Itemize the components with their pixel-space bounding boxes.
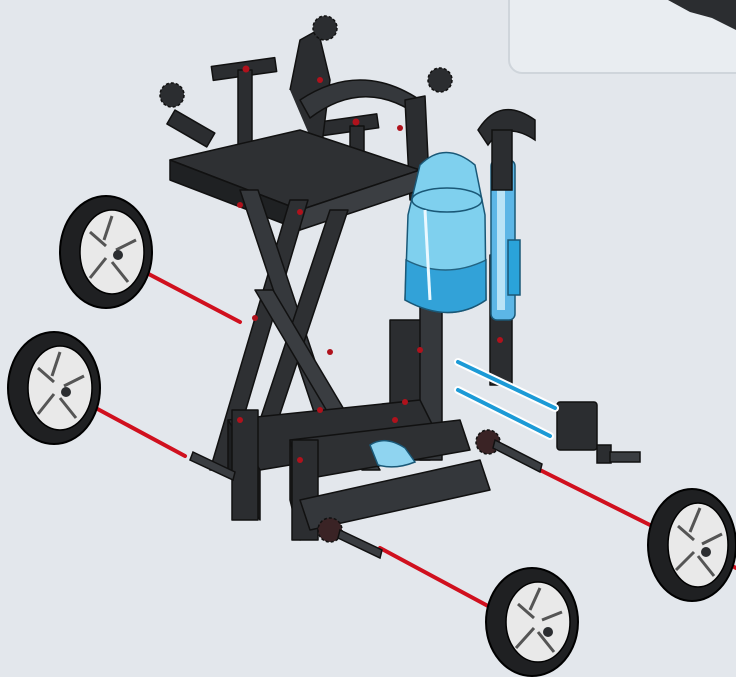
wheel-rear-right — [648, 489, 736, 601]
inset-part-fragment — [668, 0, 736, 30]
water-bottle — [405, 153, 486, 313]
wheel-rear-left — [8, 332, 100, 444]
wheel-front-left — [60, 196, 152, 308]
connector — [557, 402, 640, 463]
wheel-front-right — [486, 568, 578, 676]
